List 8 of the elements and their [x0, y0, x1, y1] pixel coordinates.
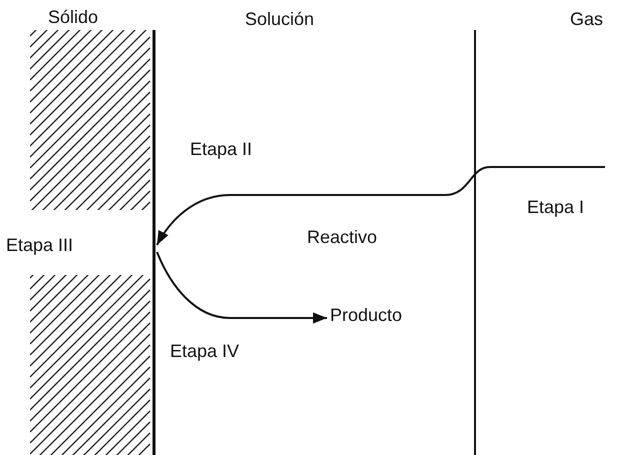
step-label: Etapa II [190, 140, 252, 160]
step-label: Etapa I [527, 198, 584, 218]
product-path-arrow [156, 252, 327, 324]
reactant-path-arrow [156, 166, 605, 246]
substance-label: Producto [330, 306, 402, 326]
region-heading: Sólido [48, 8, 98, 28]
step-label: Etapa III [6, 236, 74, 256]
step-label: Etapa IV [170, 342, 240, 362]
